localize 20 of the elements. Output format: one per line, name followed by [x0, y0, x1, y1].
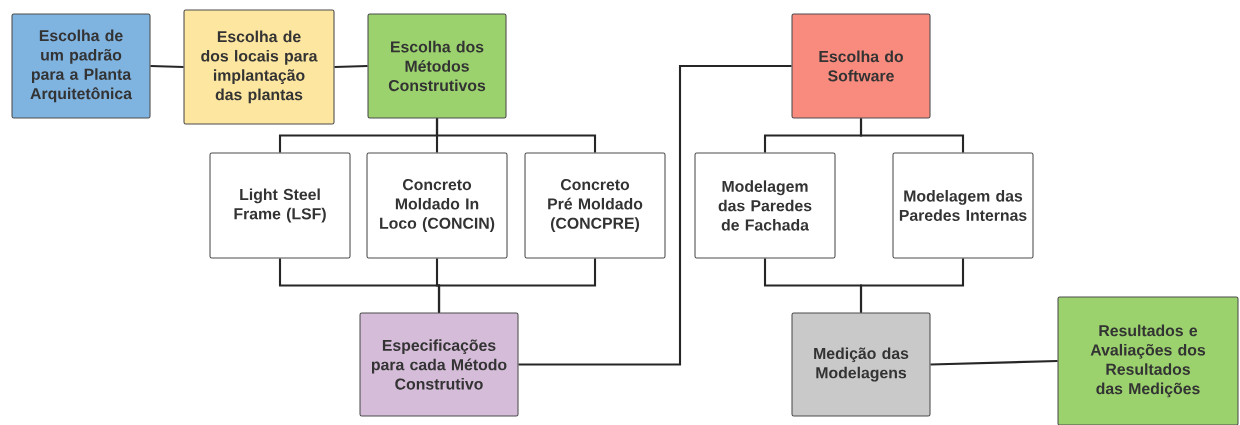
process-box: Resultados e Avaliações dos Resultados das Medições: [1057, 296, 1239, 425]
process-box: Modelagem das Paredes Internas: [892, 152, 1034, 259]
process-box: Escolha do Software: [791, 13, 931, 119]
process-box: Concreto Moldado In Loco (CONCIN): [366, 152, 508, 259]
process-box: Escolha de dos locais para implantação das plantas: [183, 9, 335, 125]
process-box: Modelagem das Paredes de Fachada: [694, 152, 836, 259]
connector-line: [859, 118, 965, 153]
connector-line: [518, 64, 792, 366]
connector-line: [435, 118, 597, 153]
process-box: Concreto Pré Moldado (CONCPRE): [524, 152, 666, 259]
process-box: Especificações para cada Método Construtivo: [359, 312, 519, 417]
process-box: Escolha dos Métodos Construtivos: [367, 13, 507, 119]
connector-line: [437, 258, 597, 313]
process-box: Escolha de um padrão para a Planta Arquitetônica: [11, 13, 151, 119]
connector-line: [150, 64, 184, 69]
process-box: Light Steel Frame (LSF): [209, 152, 351, 259]
connector-line: [930, 359, 1058, 366]
connector-line: [859, 258, 965, 313]
connector-line: [334, 64, 368, 69]
process-box: Medição das Modelagens: [791, 312, 931, 417]
